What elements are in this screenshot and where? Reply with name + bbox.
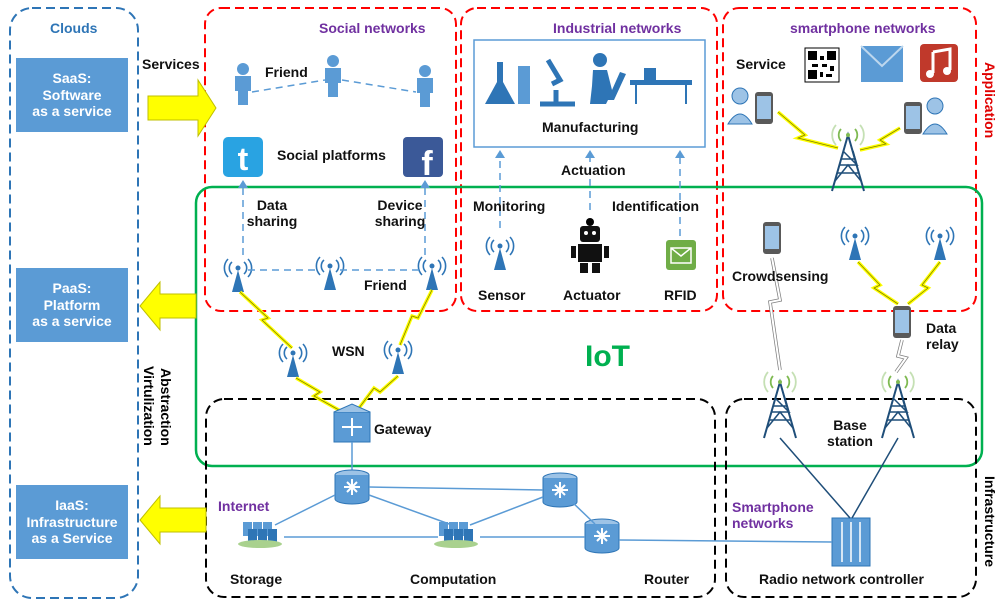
iaas-line2: as a Service: [31, 530, 113, 547]
data-sharing-line2: sharing: [246, 213, 298, 230]
services-label: Services: [142, 56, 200, 72]
data-relay-label: Data relay: [926, 320, 959, 352]
iot-label: IoT: [585, 340, 630, 373]
twitter-icon: [223, 137, 263, 177]
service-label: Service: [736, 56, 786, 72]
actuation-label: Actuation: [561, 162, 626, 178]
monitoring-label: Monitoring: [473, 198, 546, 214]
data-relay-line1: Data: [926, 320, 957, 336]
sensor-label: Sensor: [478, 287, 526, 303]
paas-box: PaaS: Platform as a service: [16, 268, 128, 342]
application-label: Application: [982, 62, 998, 139]
saas-box: SaaS: Software as a service: [16, 58, 128, 132]
actuator-label: Actuator: [563, 287, 621, 303]
svg-text:f: f: [421, 145, 433, 183]
svg-text:t: t: [238, 141, 249, 177]
internet-label: Internet: [218, 498, 270, 514]
radio-network-controller-label: Radio network controller: [759, 571, 924, 587]
smartphone-networks-infra-label: Smartphone networks: [732, 499, 814, 531]
friend-label-bottom: Friend: [364, 277, 407, 293]
storage-label: Storage: [230, 571, 283, 587]
abstraction-label: Abstraction: [158, 368, 174, 446]
saas-line2: as a service: [32, 103, 112, 120]
device-sharing-line1: Device: [377, 197, 423, 213]
iaas-line1: Infrastructure: [26, 513, 118, 530]
facebook-icon: [403, 137, 443, 177]
saas-abbr: SaaS:: [52, 69, 92, 86]
identification-label: Identification: [612, 198, 700, 214]
smartphone-networks-line1: Smartphone: [732, 499, 814, 515]
base-station-line2: station: [827, 433, 873, 450]
industrial-networks-title: Industrial networks: [553, 20, 682, 36]
iaas-abbr: IaaS:: [55, 496, 89, 513]
paas-abbr: PaaS:: [52, 279, 92, 296]
data-relay-line2: relay: [926, 336, 959, 353]
device-sharing-line2: sharing: [374, 213, 426, 230]
manufacturing-label: Manufacturing: [542, 119, 639, 135]
clouds-title: Clouds: [50, 20, 98, 36]
crowdsensing-label: Crowdsensing: [732, 268, 829, 284]
friend-label-top: Friend: [265, 64, 308, 80]
router-label: Router: [644, 571, 690, 587]
base-station-label: Base station: [822, 417, 878, 449]
smartphone-networks-title: smartphone networks: [790, 20, 936, 36]
wsn-label: WSN: [332, 343, 365, 359]
social-networks-title: Social networks: [319, 20, 426, 36]
paas-line1: Platform: [43, 296, 101, 313]
device-sharing-label: Device sharing: [370, 197, 430, 229]
computation-label: Computation: [410, 571, 497, 587]
infrastructure-label: Infrastructure: [982, 476, 998, 568]
base-station-line1: Base: [833, 417, 867, 433]
paas-line2: as a service: [32, 313, 112, 330]
social-platforms-label: Social platforms: [277, 147, 386, 163]
smartphone-networks-line2: networks: [732, 515, 794, 532]
rfid-label: RFID: [664, 287, 697, 303]
iaas-box: IaaS: Infrastructure as a Service: [16, 485, 128, 559]
data-sharing-line1: Data: [256, 197, 288, 213]
gateway-label: Gateway: [374, 421, 432, 437]
data-sharing-label: Data sharing: [242, 197, 302, 229]
virtulization-label: Virtulization: [141, 366, 157, 446]
saas-line1: Software: [42, 86, 102, 103]
